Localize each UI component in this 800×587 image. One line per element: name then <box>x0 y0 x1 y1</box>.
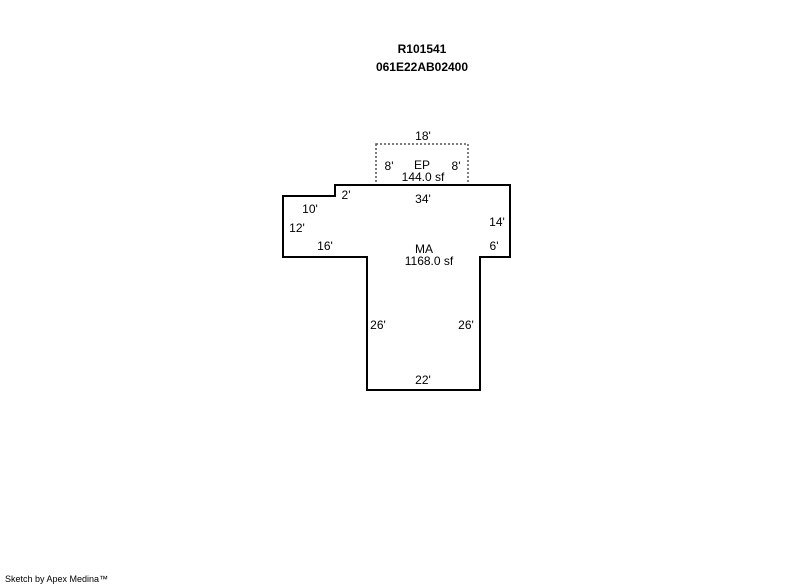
ep-area-size: 144.0 sf <box>402 170 445 184</box>
parcel-id: R101541 <box>397 42 447 56</box>
ep-area-code: EP <box>414 158 430 172</box>
footer-credit: Sketch by Apex Medina™ <box>5 574 109 584</box>
ma-wing-bottom-dimension: 16' <box>317 239 333 253</box>
ma-wing-left-dimension: 12' <box>289 221 305 235</box>
ma-left-lower-dimension: 26' <box>370 318 386 332</box>
ep-area-outline <box>375 143 469 186</box>
ma-bottom-dimension: 22' <box>415 373 431 387</box>
ep-right-dimension: 8' <box>452 159 461 173</box>
ma-step-dimension: 2' <box>342 188 351 202</box>
ma-right-step-dimension: 6' <box>490 239 499 253</box>
ma-right-lower-dimension: 26' <box>458 318 474 332</box>
ma-area-outline <box>282 184 511 391</box>
ma-wing-top-dimension: 10' <box>302 202 318 216</box>
ep-left-dimension: 8' <box>385 159 394 173</box>
ma-area-code: MA <box>415 242 433 256</box>
ma-area-size: 1168.0 sf <box>405 254 454 268</box>
ep-top-dimension: 18' <box>415 129 431 143</box>
ma-top-dimension: 34' <box>415 192 431 206</box>
ma-right-dimension: 14' <box>489 215 505 229</box>
account-number: 061E22AB02400 <box>375 60 469 74</box>
